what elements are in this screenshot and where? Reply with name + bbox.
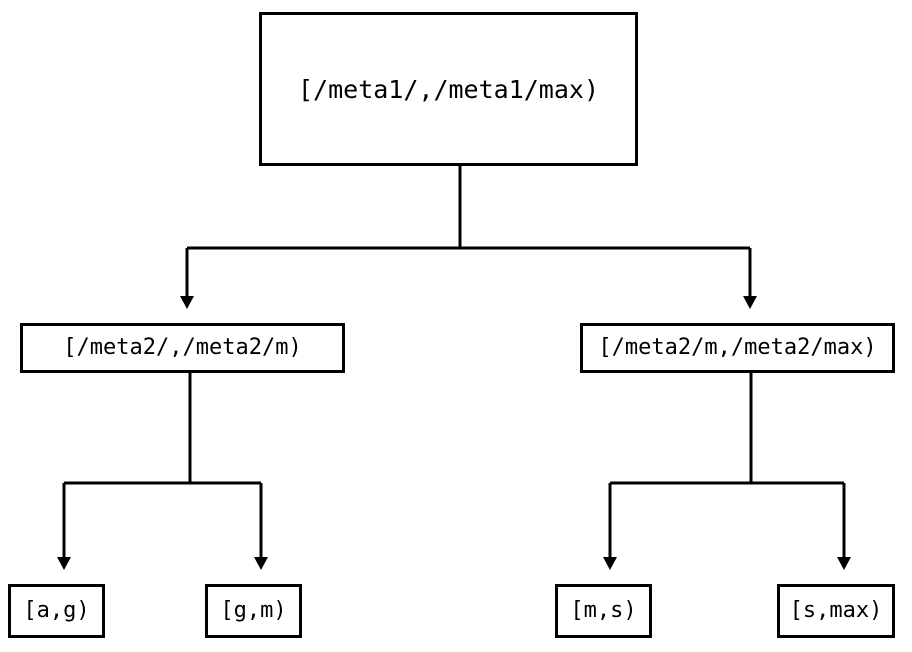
node-root-label: [/meta1/,/meta1/max): [297, 74, 600, 104]
node-meta2-lower-range[interactable]: [/meta2/,/meta2/m): [20, 323, 345, 373]
node-meta2-lower-range-label: [/meta2/,/meta2/m): [63, 335, 302, 360]
node-leaf-s-max-label: [s,max): [789, 598, 883, 623]
arrowhead-to-leaf-ms: [603, 557, 617, 570]
node-leaf-s-max[interactable]: [s,max): [777, 584, 895, 638]
arrowhead-to-mid-right: [743, 296, 757, 309]
node-meta2-upper-range-label: [/meta2/m,/meta2/max): [598, 335, 877, 360]
arrowhead-to-mid-left: [180, 296, 194, 309]
arrowhead-to-leaf-gm: [254, 557, 268, 570]
node-leaf-m-s-label: [m,s): [570, 598, 637, 623]
node-leaf-a-g[interactable]: [a,g): [8, 584, 105, 638]
node-leaf-a-g-label: [a,g): [23, 598, 90, 623]
arrowhead-to-leaf-smax: [837, 557, 851, 570]
arrowhead-to-leaf-ag: [57, 557, 71, 570]
node-meta2-upper-range[interactable]: [/meta2/m,/meta2/max): [580, 323, 895, 373]
node-leaf-m-s[interactable]: [m,s): [555, 584, 652, 638]
node-root-meta1-range[interactable]: [/meta1/,/meta1/max): [259, 12, 638, 166]
node-leaf-g-m[interactable]: [g,m): [205, 584, 302, 638]
node-leaf-g-m-label: [g,m): [220, 598, 287, 623]
